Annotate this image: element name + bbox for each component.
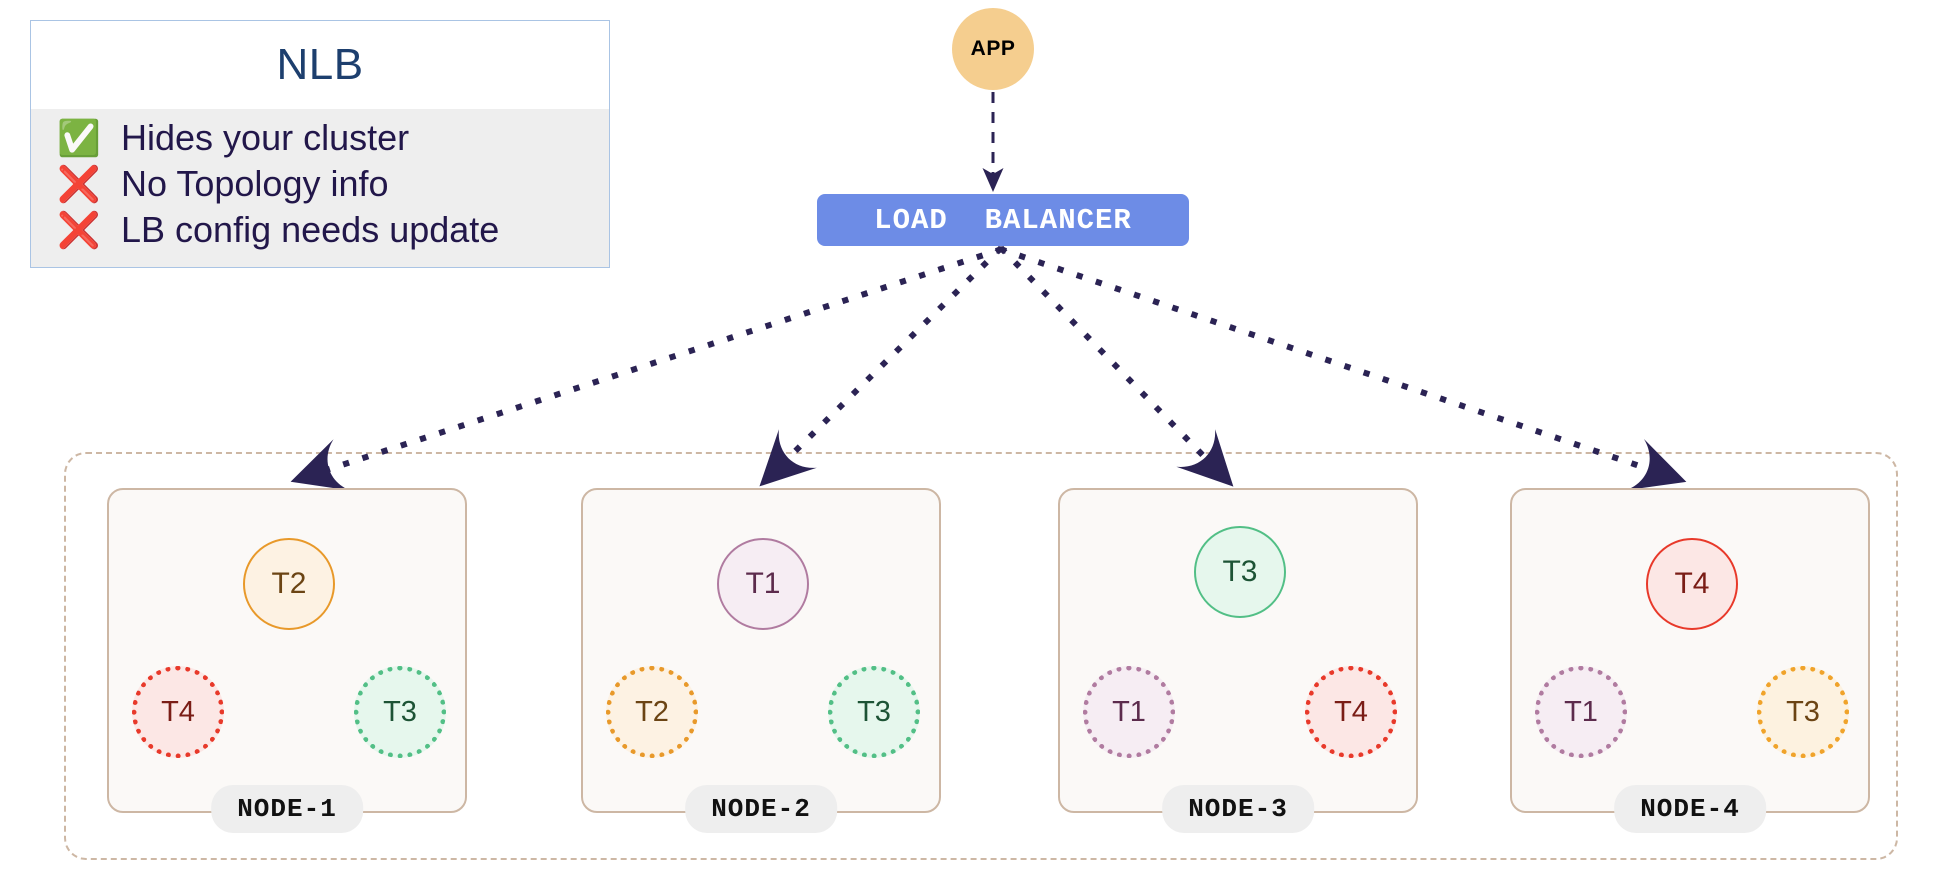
nlb-title: NLB bbox=[276, 40, 364, 89]
task-label: T1 bbox=[745, 567, 781, 600]
edge-lb-to-node-1 bbox=[290, 246, 1003, 491]
node-label: NODE-3 bbox=[1162, 785, 1314, 833]
node-label: NODE-1 bbox=[211, 785, 363, 833]
legend-item: ❌ LB config needs update bbox=[31, 207, 609, 253]
task-label: T2 bbox=[271, 567, 307, 600]
legend-item-label: No Topology info bbox=[121, 163, 389, 204]
task-circle-replica: T2 bbox=[606, 666, 698, 758]
task-circle-replica: T1 bbox=[1083, 666, 1175, 758]
task-label: T2 bbox=[635, 695, 669, 728]
cross-mark-icon: ❌ bbox=[57, 210, 101, 250]
task-label: T3 bbox=[383, 695, 417, 728]
task-circle-replica: T4 bbox=[1305, 666, 1397, 758]
load-balancer-node: LOAD BALANCER bbox=[817, 194, 1189, 246]
task-label: T4 bbox=[161, 695, 195, 728]
task-circle-replica: T3 bbox=[1757, 666, 1849, 758]
legend-item-label: Hides your cluster bbox=[121, 117, 410, 158]
edge-lb-to-node-3 bbox=[998, 245, 1234, 487]
app-node: APP bbox=[952, 8, 1034, 90]
task-label: T3 bbox=[857, 695, 891, 728]
cross-mark-icon: ❌ bbox=[57, 164, 101, 204]
task-label: T4 bbox=[1674, 567, 1710, 600]
check-mark-icon: ✅ bbox=[57, 118, 101, 158]
task-label: T1 bbox=[1564, 695, 1598, 728]
task-circle-primary: T3 bbox=[1194, 526, 1286, 618]
task-circle-replica: T3 bbox=[354, 666, 446, 758]
task-circle-replica: T3 bbox=[828, 666, 920, 758]
legend-item-label: LB config needs update bbox=[121, 209, 500, 250]
node-label: NODE-2 bbox=[685, 785, 837, 833]
task-label: T3 bbox=[1786, 695, 1820, 728]
nlb-card-header: NLB bbox=[31, 21, 609, 109]
task-label: T3 bbox=[1222, 555, 1258, 588]
task-circle-replica: T1 bbox=[1535, 666, 1627, 758]
task-label: T1 bbox=[1112, 695, 1146, 728]
load-balancer-label: LOAD BALANCER bbox=[874, 203, 1132, 237]
legend-item: ❌ No Topology info bbox=[31, 161, 609, 207]
edge-lb-to-node-4 bbox=[999, 246, 1687, 491]
node-label: NODE-4 bbox=[1614, 785, 1766, 833]
app-node-label: APP bbox=[970, 37, 1016, 60]
task-circle-primary: T2 bbox=[243, 538, 335, 630]
task-circle-replica: T4 bbox=[132, 666, 224, 758]
task-circle-primary: T4 bbox=[1646, 538, 1738, 630]
task-label: T4 bbox=[1334, 695, 1368, 728]
task-circle-primary: T1 bbox=[717, 538, 809, 630]
legend-item: ✅ Hides your cluster bbox=[31, 115, 609, 161]
edge-lb-to-node-2 bbox=[759, 245, 1004, 487]
nlb-card-body: ✅ Hides your cluster ❌ No Topology info … bbox=[31, 109, 609, 267]
nlb-legend-card: NLB ✅ Hides your cluster ❌ No Topology i… bbox=[30, 20, 610, 268]
